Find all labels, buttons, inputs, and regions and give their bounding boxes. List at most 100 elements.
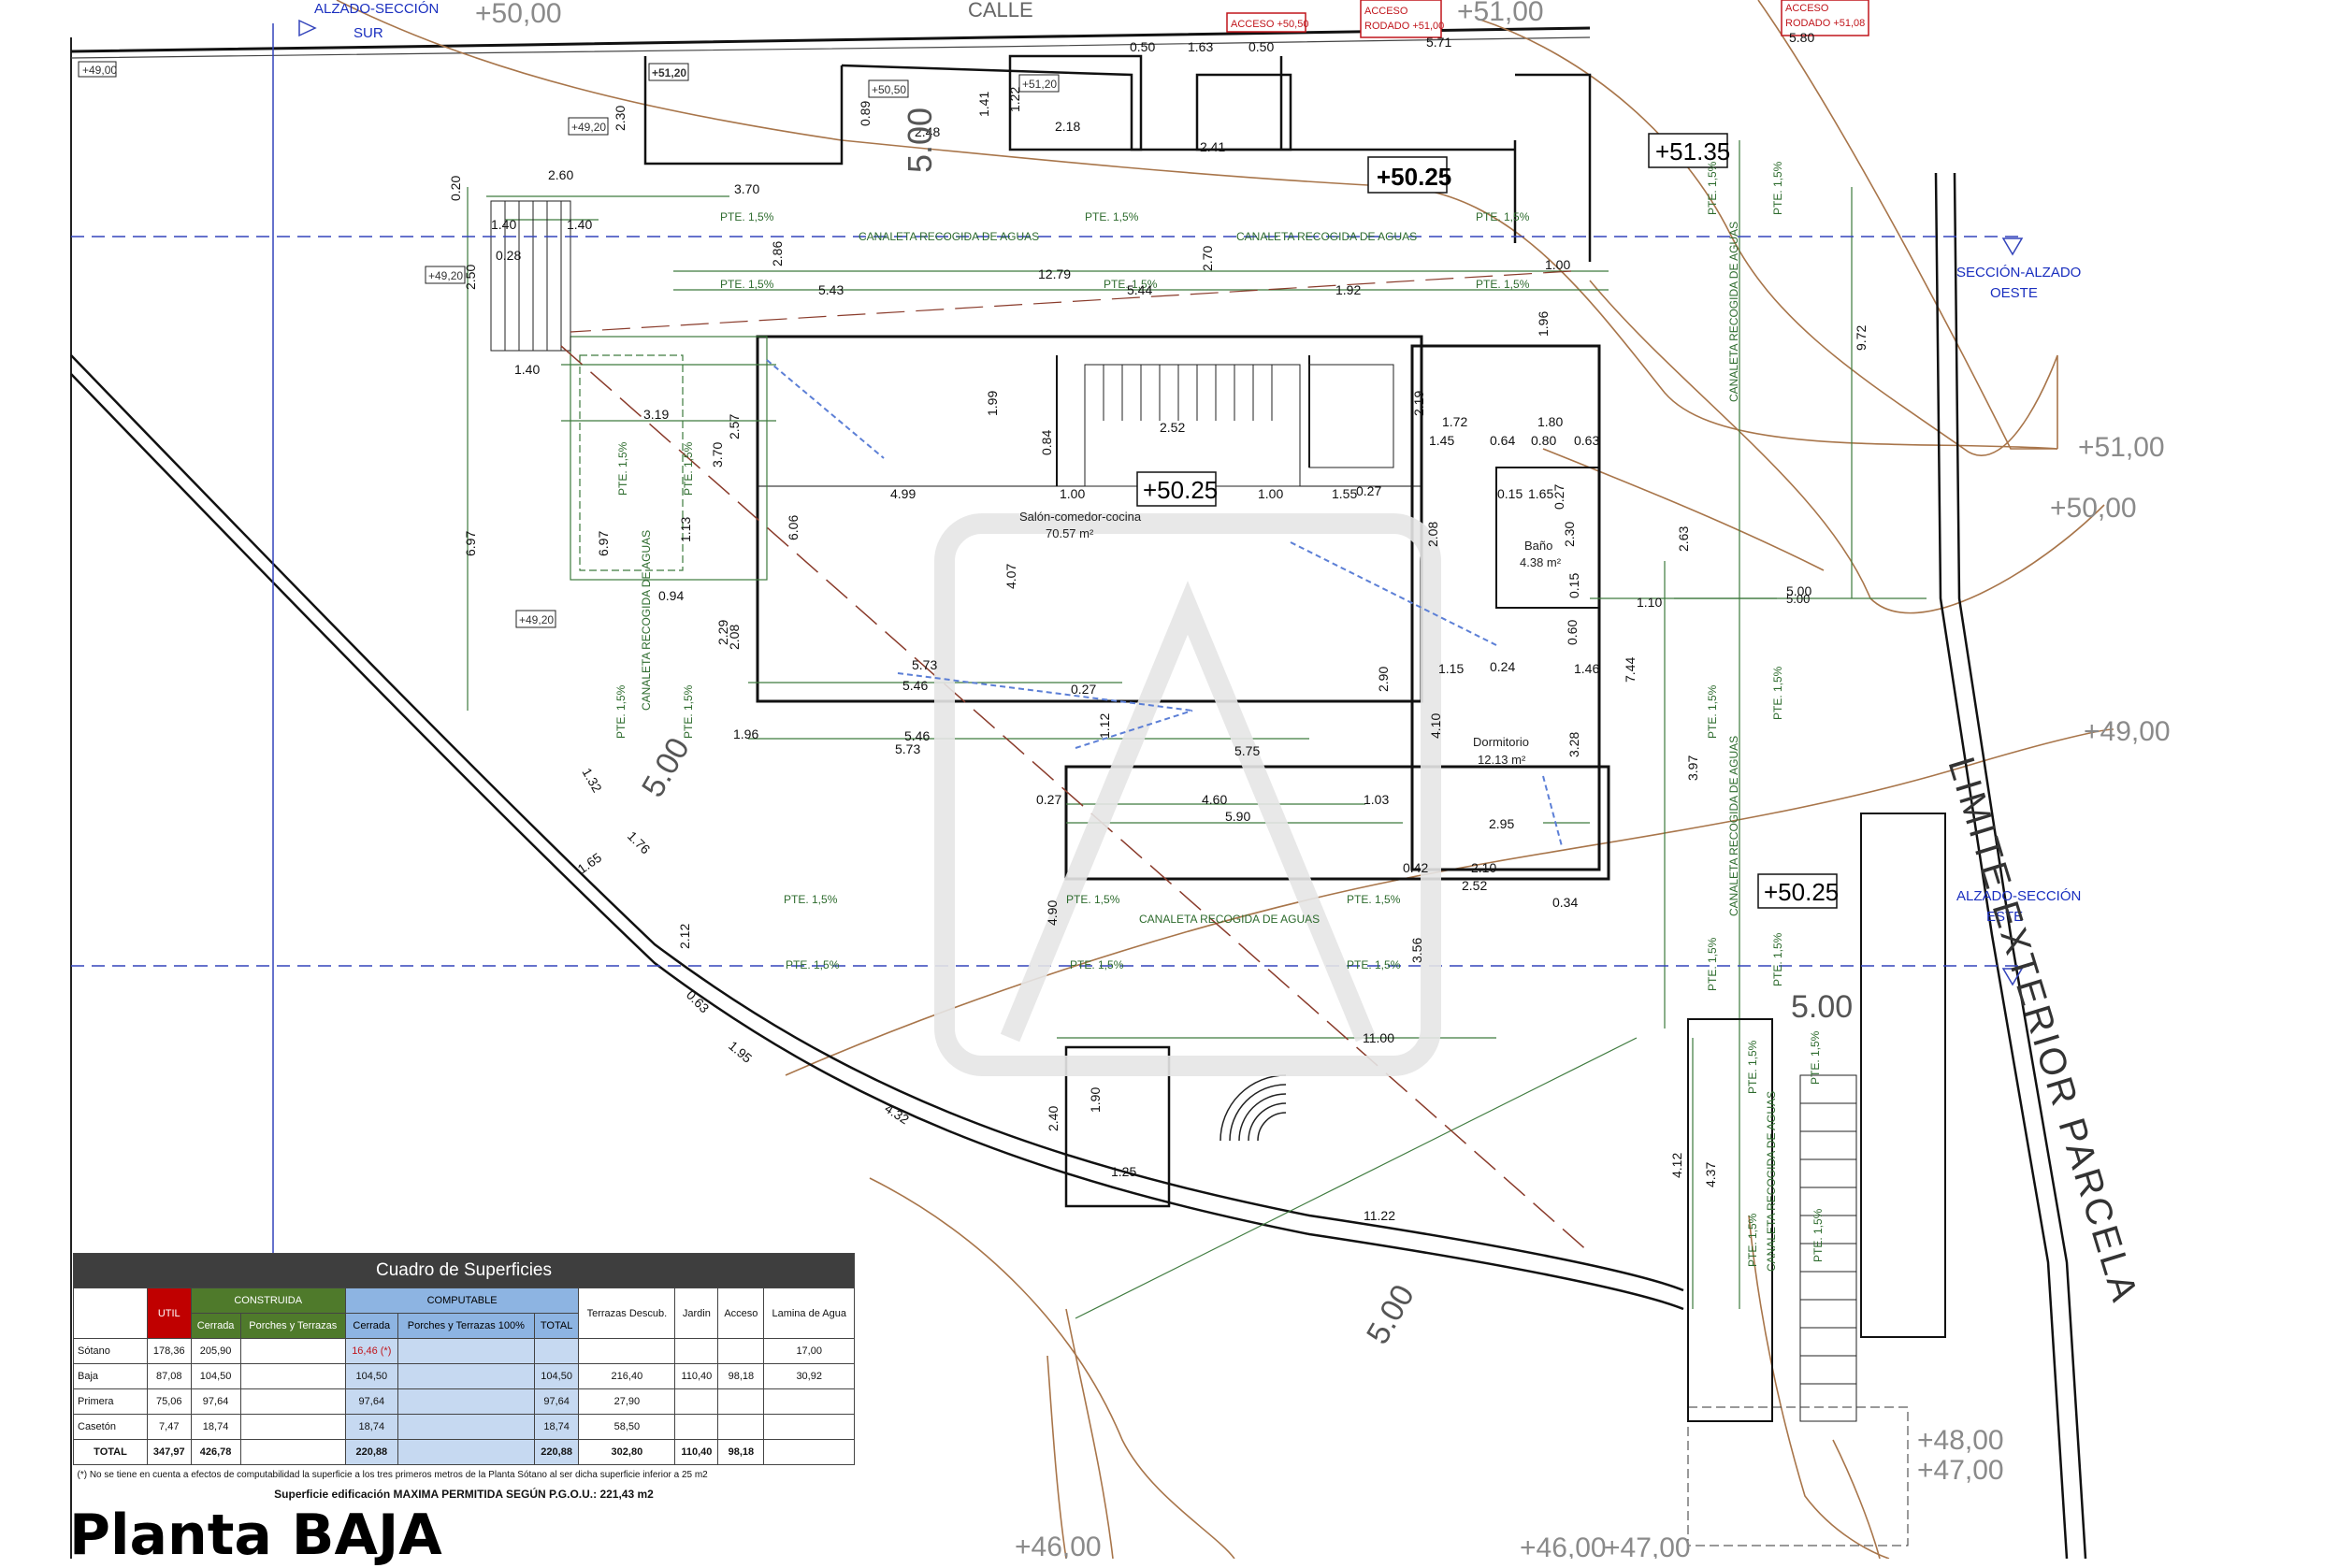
dimension-label: 2.52 — [1462, 878, 1487, 893]
dimension-label: 5.00 — [1786, 592, 1810, 606]
dimension-label: 0.34 — [1552, 895, 1578, 910]
drain-note: CANALETA RECOGIDA DE AGUAS — [1139, 913, 1320, 926]
dimension-label: 1.25 — [1111, 1164, 1136, 1179]
table-subheader: Cerrada — [344, 1313, 398, 1339]
access-label: ACCESO — [1364, 6, 1408, 17]
dimension-label: 1.10 — [1637, 595, 1662, 610]
table-header: Acceso — [717, 1287, 765, 1339]
slope-note: PTE. 1,5% — [720, 210, 774, 223]
level-label: +50,00 — [2050, 493, 2137, 524]
dimension-label: 0.60 — [1565, 620, 1580, 645]
dimension-label: 5.71 — [1426, 35, 1451, 50]
dimension-label: 1.22 — [1007, 87, 1022, 112]
stair-interior — [1084, 364, 1394, 487]
level-tag: +51,20 — [652, 66, 686, 79]
dimension-label: 1.92 — [1335, 282, 1361, 297]
access-label: RODADO +51,08 — [1785, 18, 1865, 29]
dimension-label: 5.00 — [1360, 1279, 1422, 1350]
level-tag: +49,20 — [519, 613, 554, 626]
dimension-label: 3.19 — [643, 407, 669, 422]
dimension-label: 2.60 — [548, 167, 573, 182]
level-label: +51,00 — [2078, 432, 2165, 463]
drainage-lines — [766, 359, 1563, 847]
dimension-label: 1.32 — [579, 766, 605, 796]
slope-note: PTE. 1,5% — [616, 441, 629, 496]
table-header: Lamina de Agua — [763, 1287, 855, 1339]
table-subheader: Porches y Terrazas 100% — [397, 1313, 535, 1339]
dimension-label: 7.44 — [1623, 657, 1638, 683]
dimension-label: 2.63 — [1676, 526, 1691, 552]
dimension-label: 0.27 — [1071, 682, 1096, 697]
level-label: +46,00 — [1520, 1532, 1607, 1559]
room-name: Salón-comedor-cocina — [1019, 510, 1142, 524]
street-rooms — [643, 54, 1592, 262]
dimension-label: 0.50 — [1248, 39, 1274, 54]
slope-note: PTE. 1,5% — [682, 441, 695, 496]
slope-note: PTE. 1,5% — [720, 278, 774, 291]
dimension-label: 2.41 — [1200, 139, 1225, 154]
dimension-label: 3.28 — [1566, 732, 1581, 757]
dimension-label: 2.18 — [1055, 119, 1080, 134]
dimension-label: 0.27 — [1551, 484, 1566, 510]
level-label: +48,00 — [1917, 1425, 2004, 1456]
dimension-label: 1.76 — [625, 828, 654, 857]
dimension-label: 6.97 — [596, 531, 611, 556]
dimension-label: 1.55 — [1332, 486, 1357, 501]
dimension-label: 2.95 — [1489, 816, 1514, 831]
slope-note: PTE. 1,5% — [1706, 937, 1719, 991]
section-arrows — [298, 19, 2024, 986]
section-label: ALZADO-SECCIÓN — [1956, 888, 2081, 904]
dimension-label: 2.30 — [613, 106, 628, 131]
dimension-label: 2.12 — [677, 924, 692, 949]
access-label: RODADO +51,00 — [1364, 21, 1444, 32]
level-label: +50,00 — [475, 0, 562, 29]
surface-table: Cuadro de Superficies UTIL CONSTRUIDA CO… — [73, 1253, 855, 1504]
section-label: ALZADO-SECCIÓN — [314, 1, 439, 17]
dimension-label: 0.42 — [1403, 860, 1428, 875]
dimension-label: 0.15 — [1497, 486, 1523, 501]
table-caption: Cuadro de Superficies — [73, 1253, 855, 1288]
dimension-label: 5.00 — [1786, 583, 1811, 598]
dimension-label: 1.15 — [1438, 661, 1464, 676]
slope-note: PTE. 1,5% — [1706, 161, 1719, 215]
dimension-label: 1.40 — [491, 217, 516, 232]
level-box-label: +51.35 — [1655, 137, 1730, 165]
dimension-label: 12.79 — [1038, 266, 1071, 281]
dimension-label: 0.63 — [1574, 433, 1599, 448]
dimension-label: 5.46 — [902, 678, 928, 693]
slope-note: PTE. 1,5% — [1476, 210, 1530, 223]
level-label: +51,00 — [1457, 0, 1544, 27]
slope-note: PTE. 1,5% — [1746, 1040, 1759, 1094]
section-label: OESTE — [1990, 285, 2038, 301]
level-tags — [78, 61, 1060, 628]
slope-note: PTE. 1,5% — [1347, 893, 1401, 906]
dimension-label: 0.84 — [1039, 430, 1054, 455]
dimension-label: 0.27 — [1356, 483, 1381, 498]
dimension-label: 3.56 — [1409, 938, 1424, 963]
dimension-label: 0.15 — [1566, 573, 1581, 598]
slope-note: PTE. 1,5% — [1085, 210, 1139, 223]
slope-note: PTE. 1,5% — [786, 958, 840, 971]
dimension-label: 5.80 — [1789, 30, 1814, 45]
parcel-limit — [70, 172, 2087, 1559]
dimension-label: 3.70 — [710, 442, 725, 468]
dimension-label: 0.94 — [658, 588, 684, 603]
dimension-label: 6.06 — [786, 515, 801, 540]
table-row: Primera 75,06 97,64 97,64 97,64 27,90 — [73, 1388, 855, 1415]
dimension-label: 0.28 — [496, 248, 521, 263]
stair-left — [490, 200, 571, 352]
access-label: ACCESO +50,50 — [1231, 19, 1308, 30]
street-label: CALLE — [968, 0, 1033, 22]
dimension-label: 11.22 — [1364, 1208, 1395, 1223]
slope-note: PTE. 1,5% — [1347, 958, 1401, 971]
dimension-label: 1.46 — [1574, 661, 1599, 676]
dimension-label: 5.43 — [818, 282, 844, 297]
dimension-label: 2.08 — [727, 625, 742, 650]
dimension-label: 2.40 — [1046, 1106, 1061, 1131]
dimension-label: 1.80 — [1537, 414, 1563, 429]
table-footnote: (*) No se tiene en cuenta a efectos de c… — [77, 1469, 708, 1480]
section-label: SECCIÓN-ALZADO — [1956, 265, 2081, 281]
dimension-label: 1.40 — [567, 217, 592, 232]
drain-note: CANALETA RECOGIDA DE AGUAS — [1765, 1091, 1778, 1272]
